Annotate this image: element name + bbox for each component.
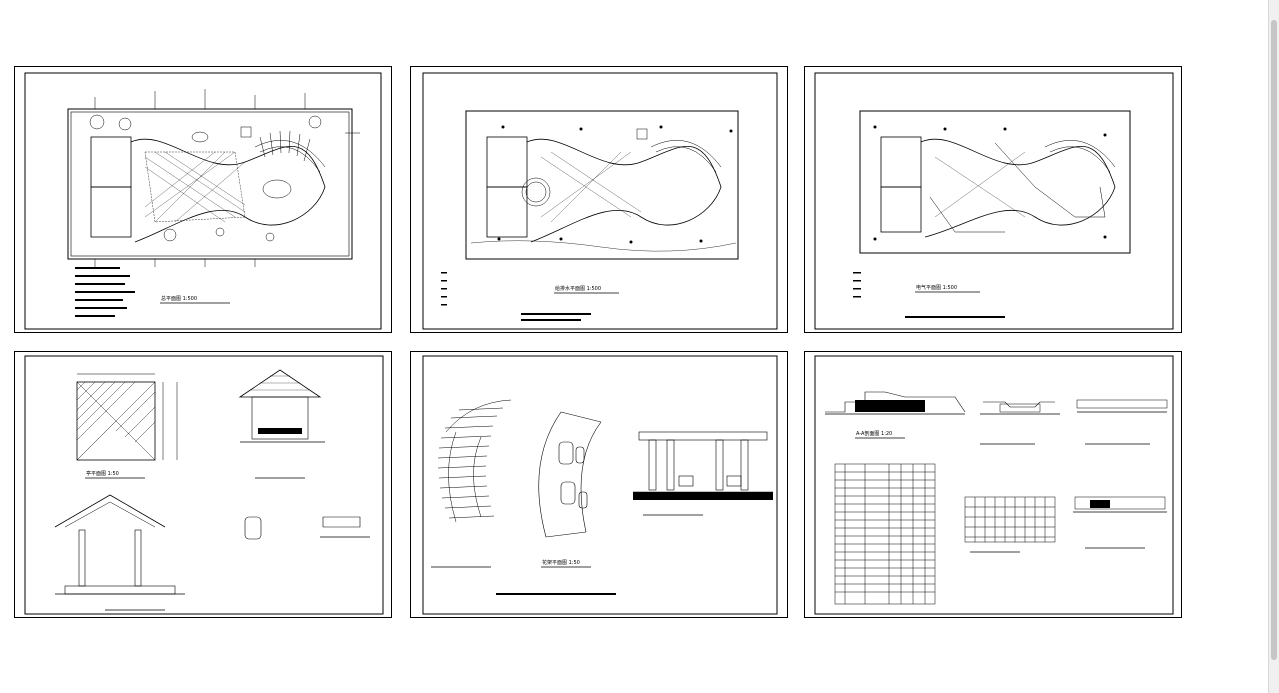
pavilion-drawing: 亭平面图 1:50: [24, 355, 384, 615]
sheet-title: 总平面图 1:500: [161, 295, 197, 302]
drawing-sheet-site-plan[interactable]: 总平面图 1:500: [14, 66, 392, 333]
sheet-title: 亭平面图 1:50: [86, 470, 119, 477]
electrical-plan-drawing: 电气平面图 1:500: [814, 72, 1174, 330]
pergola-drawing: 花架平面图 1:50: [422, 355, 778, 615]
sheet-title: A-A剖面图 1:20: [856, 430, 892, 437]
drawing-sheet-pergola[interactable]: 花架平面图 1:50: [410, 351, 788, 618]
drawing-sheet-lighting-plan[interactable]: 给排水平面图 1:500: [410, 66, 788, 333]
sheet-title: 电气平面图 1:500: [916, 284, 957, 291]
drawing-sheet-pavilion[interactable]: 亭平面图 1:50: [14, 351, 392, 618]
lighting-plan-drawing: 给排水平面图 1:500: [422, 72, 778, 330]
site-plan-drawing: 总平面图 1:500: [24, 72, 382, 330]
scrollbar-thumb[interactable]: [1271, 20, 1277, 660]
details-drawing: A-A剖面图 1:20: [814, 355, 1174, 615]
vertical-scrollbar[interactable]: [1268, 0, 1279, 693]
sheet-title: 给排水平面图 1:500: [555, 285, 601, 292]
drawing-sheet-electrical-plan[interactable]: 电气平面图 1:500: [804, 66, 1182, 333]
drawing-sheet-details[interactable]: A-A剖面图 1:20: [804, 351, 1182, 618]
sheet-title: 花架平面图 1:50: [542, 559, 580, 566]
